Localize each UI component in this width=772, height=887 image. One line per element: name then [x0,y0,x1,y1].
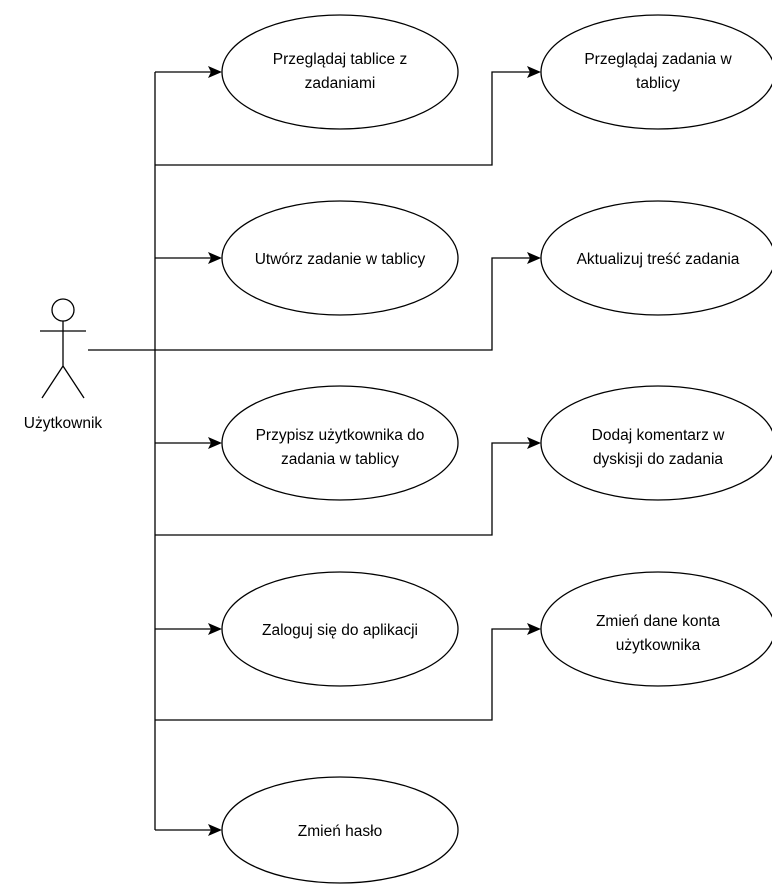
use-case-ellipse [221,385,459,501]
connector-uc2 [155,71,530,166]
use-case-label-line2: dyskisji do zadania [593,451,723,468]
use-case-label-line1: Aktualizuj treść zadania [577,251,740,268]
use-case-ellipse [540,200,772,316]
use-case-uc8[interactable]: Zmień dane konta użytkownika [540,571,772,687]
arrowhead-uc4 [527,252,541,264]
connectors [88,71,530,831]
arrowhead-uc9 [208,824,222,836]
actor-label: Użytkownik [24,415,103,432]
arrowhead-uc8 [527,623,541,635]
use-case-uc5[interactable]: Przypisz użytkownika do zadania w tablic… [221,385,459,501]
actor[interactable]: Użytkownik [24,298,103,432]
use-case-ellipse [540,385,772,501]
use-case-ellipse [221,200,459,316]
use-case-label-line1: Przypisz użytkownika do [256,427,425,444]
use-case-label-line2: zadania w tablicy [281,451,399,468]
arrowhead-uc6 [527,437,541,449]
connector-uc4 [155,257,530,351]
use-case-ellipse [540,571,772,687]
arrowhead-uc3 [208,252,222,264]
arrowhead-uc1 [208,66,222,78]
use-case-uc7[interactable]: Zaloguj się do aplikacji [221,571,459,687]
use-case-ellipse [221,571,459,687]
arrowheads [208,66,541,836]
use-case-ellipse [221,776,459,884]
use-case-label-line1: Dodaj komentarz w [592,427,725,444]
use-case-uc1[interactable]: Przeglądaj tablice z zadaniami [221,14,459,130]
use-case-label-line2: użytkownika [616,637,701,654]
use-case-uc6[interactable]: Dodaj komentarz w dyskisji do zadania [540,385,772,501]
use-case-uc3[interactable]: Utwórz zadanie w tablicy [221,200,459,316]
actor-head-icon [51,298,75,322]
use-case-uc9[interactable]: Zmień hasło [221,776,459,884]
use-case-label-line2: tablicy [636,75,680,92]
connector-uc8 [155,628,530,721]
use-case-ellipse [540,14,772,130]
arrowhead-uc2 [527,66,541,78]
use-case-label-line1: Przeglądaj tablice z [273,51,407,68]
use-case-label-line1: Utwórz zadanie w tablicy [255,251,426,268]
connector-uc6 [155,442,530,536]
use-case-label-line1: Zaloguj się do aplikacji [262,622,418,639]
use-case-uc4[interactable]: Aktualizuj treść zadania [540,200,772,316]
actor-body-icon [40,321,86,399]
use-case-label-line1: Przeglądaj zadania w [584,51,732,68]
use-case-label-line1: Zmień dane konta [596,613,720,630]
use-case-label-line2: zadaniami [305,75,376,92]
use-case-uc2[interactable]: Przeglądaj zadania w tablicy [540,14,772,130]
use-case-label-line1: Zmień hasło [298,823,382,840]
use-case-ellipse [221,14,459,130]
arrowhead-uc7 [208,623,222,635]
arrowhead-uc5 [208,437,222,449]
